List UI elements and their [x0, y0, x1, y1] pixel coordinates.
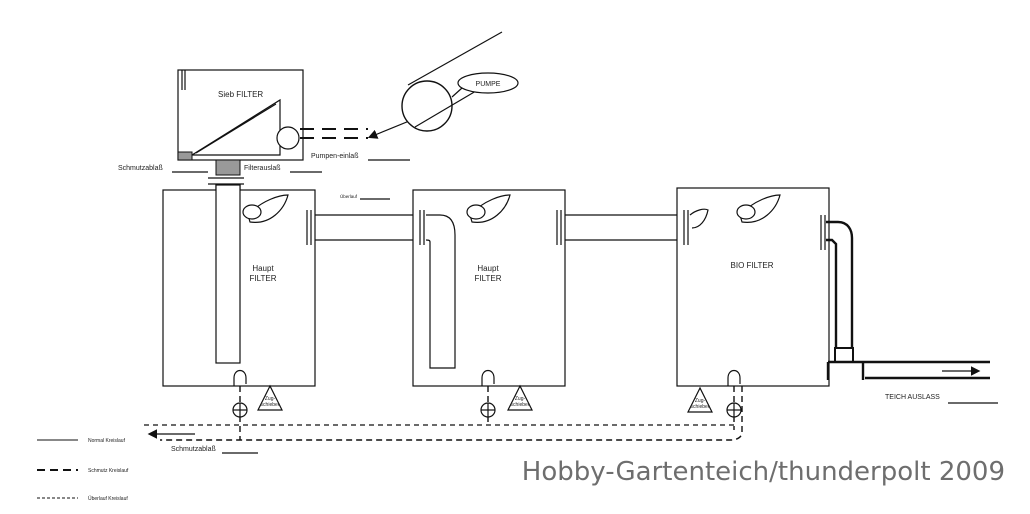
- haupt-filter-1-title: Haupt: [252, 264, 274, 273]
- bio-filter: [676, 187, 990, 387]
- teich-auslass-label: TEICH AUSLASS: [885, 394, 940, 401]
- zugschieber-3-line2: schieber: [691, 404, 710, 410]
- pump-line: [300, 31, 519, 139]
- legend-normal: Normal Kreislauf: [88, 438, 126, 444]
- pumpe-callout: [457, 72, 519, 94]
- filterauslass-label: Filterauslaß: [244, 165, 281, 172]
- zugschieber-1: Zug- schieber: [257, 384, 283, 411]
- sieb-filter-label: Sieb FILTER: [218, 90, 263, 99]
- ueberlauf-label: Überlauf: [340, 193, 358, 199]
- legend-schmutz: Schmutz Kreislauf: [88, 468, 129, 474]
- bio-filter-label: BIO FILTER: [731, 261, 774, 270]
- drain-valve-2[interactable]: [480, 369, 496, 426]
- schmutzablass-bottom-label: Schmutzablaß: [171, 446, 216, 453]
- legend: [37, 439, 78, 499]
- drain-valve-1[interactable]: [232, 369, 248, 441]
- connect-pipe-1-2: [315, 214, 415, 241]
- zugschieber-2-line1: Zug-: [515, 396, 526, 402]
- connect-pipe-2-3: [565, 214, 680, 241]
- haupt-filter-2-subtitle: FILTER: [475, 274, 502, 283]
- pumpe-label: PUMPE: [476, 81, 501, 88]
- pumpen-einlass-label: Pumpen-einlaß: [311, 153, 358, 160]
- legend-ueberlauf: Überlauf Kreislauf: [88, 495, 128, 502]
- zugschieber-1-line2: schieber: [261, 402, 280, 408]
- schmutzablass-top-label: Schmutzablaß: [118, 165, 163, 172]
- pump-circle: [401, 80, 453, 132]
- watermark: Hobby-Gartenteich/thunderpolt 2009: [522, 457, 1005, 487]
- haupt-filter-2: [412, 189, 566, 387]
- haupt-filter-1-subtitle: FILTER: [250, 274, 277, 283]
- haupt-filter-1: [162, 184, 316, 387]
- zugschieber-3-line1: Zug-: [695, 398, 706, 404]
- zugschieber-1-line1: Zug-: [265, 396, 276, 402]
- haupt-filter-2-title: Haupt: [477, 264, 499, 273]
- zugschieber-2: Zug- schieber: [507, 384, 533, 411]
- drain-valve-3[interactable]: [726, 369, 742, 431]
- sieb-filter: [177, 69, 304, 161]
- zugschieber-2-line2: schieber: [511, 402, 530, 408]
- drain-collector: [140, 386, 743, 441]
- zugschieber-3: Zug- schieber: [687, 386, 713, 413]
